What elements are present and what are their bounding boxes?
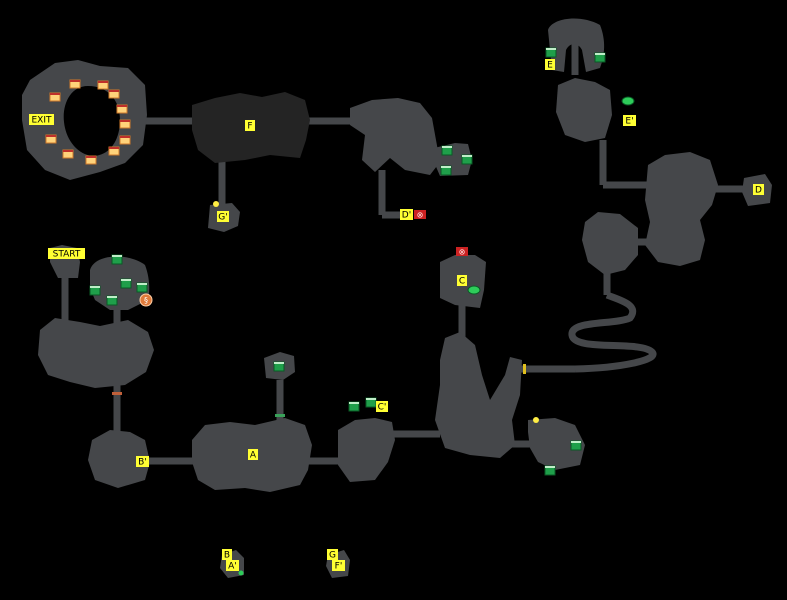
chest-icon[interactable] xyxy=(544,465,556,476)
corridors xyxy=(61,43,745,465)
start-arch-room xyxy=(90,256,150,310)
chest-icon[interactable] xyxy=(440,165,452,176)
chest-icon[interactable] xyxy=(545,47,557,58)
seal-glyph: ⊗ xyxy=(417,211,424,220)
pot-icon[interactable] xyxy=(621,96,635,106)
room-west-large xyxy=(38,318,154,388)
label-f: F xyxy=(245,120,255,132)
winding-corridor xyxy=(568,291,657,373)
svg-text:D: D xyxy=(755,186,762,196)
label-g-prime: G' xyxy=(217,211,229,223)
treasure-chest-icon[interactable] xyxy=(119,119,131,129)
label-exit: EXIT xyxy=(29,114,54,126)
room-central-chasm xyxy=(435,332,522,458)
svg-text:START: START xyxy=(53,250,81,260)
room-east-central xyxy=(645,152,718,266)
treasure-chest-icon[interactable] xyxy=(108,89,120,99)
svg-text:D': D' xyxy=(402,211,411,221)
label-b: B xyxy=(222,549,232,561)
switch-icon[interactable] xyxy=(533,417,539,423)
svg-text:C': C' xyxy=(378,403,387,413)
chest-icon[interactable] xyxy=(89,285,101,296)
seal-glyph: ⊗ xyxy=(459,248,466,257)
door-marker-west xyxy=(112,392,122,395)
treasure-chest-icon[interactable] xyxy=(85,155,97,165)
room-southeast xyxy=(528,418,585,470)
svg-text:A': A' xyxy=(228,562,237,572)
label-a: A xyxy=(248,449,258,461)
treasure-chest-icon[interactable] xyxy=(69,79,81,89)
treasure-chest-icon[interactable] xyxy=(108,146,120,156)
chest-icon[interactable] xyxy=(441,145,453,156)
treasure-chest-icon[interactable] xyxy=(49,92,61,102)
chest-icon[interactable] xyxy=(273,361,285,372)
svg-text:A: A xyxy=(250,451,257,461)
npc-icon[interactable]: § xyxy=(139,293,153,307)
svg-text:G': G' xyxy=(218,213,227,223)
label-e: E xyxy=(545,59,555,71)
svg-text:F: F xyxy=(247,122,252,132)
room-e-arch xyxy=(548,18,605,72)
label-c-prime: C' xyxy=(376,401,388,413)
save-point-icon[interactable] xyxy=(238,570,244,576)
seal-icon: ⊗ xyxy=(414,210,426,220)
label-a-prime: A' xyxy=(226,560,239,572)
svg-text:G: G xyxy=(329,551,336,561)
switch-icon[interactable] xyxy=(213,201,219,207)
room-d-prime-cave xyxy=(350,98,440,175)
pot-icon[interactable] xyxy=(467,285,481,295)
chest-icon[interactable] xyxy=(106,295,118,306)
chest-icon[interactable] xyxy=(111,254,123,265)
svg-text:E: E xyxy=(547,61,553,71)
door-marker-east xyxy=(523,364,526,374)
door-marker-north xyxy=(275,414,285,417)
green-chests xyxy=(89,47,606,476)
svg-text:B': B' xyxy=(138,458,147,468)
label-b-prime: B' xyxy=(136,456,149,468)
label-start: START xyxy=(48,248,85,260)
chest-icon[interactable] xyxy=(120,278,132,289)
label-c: C xyxy=(457,275,467,287)
treasure-chests xyxy=(45,79,131,165)
chest-icon[interactable] xyxy=(365,397,377,408)
svg-text:E': E' xyxy=(625,117,633,127)
label-e-prime: E' xyxy=(623,115,636,127)
room-east-of-a xyxy=(338,418,395,482)
treasure-chest-icon[interactable] xyxy=(116,104,128,114)
treasure-chest-icon[interactable] xyxy=(97,80,109,90)
label-f-prime: F' xyxy=(332,560,345,572)
chest-icon[interactable] xyxy=(136,282,148,293)
treasure-chest-icon[interactable] xyxy=(45,134,57,144)
chest-icon[interactable] xyxy=(348,401,360,412)
chest-icon[interactable] xyxy=(594,52,606,63)
svg-text:B: B xyxy=(224,551,230,561)
room-e-prime xyxy=(556,78,612,142)
chest-icon[interactable] xyxy=(461,154,473,165)
label-d: D xyxy=(753,184,764,196)
svg-text:EXIT: EXIT xyxy=(31,116,52,126)
treasure-chest-icon[interactable] xyxy=(62,149,74,159)
room-b-prime xyxy=(88,430,150,488)
room-west-of-east xyxy=(582,212,638,275)
svg-text:C: C xyxy=(459,277,465,287)
npc-glyph: § xyxy=(144,296,148,305)
treasure-chest-icon[interactable] xyxy=(119,135,131,145)
label-d-prime: D' xyxy=(400,209,413,221)
label-g: G xyxy=(327,549,338,561)
svg-text:F': F' xyxy=(335,562,343,572)
seal-icon: ⊗ xyxy=(456,247,468,257)
chest-icon[interactable] xyxy=(570,440,582,451)
